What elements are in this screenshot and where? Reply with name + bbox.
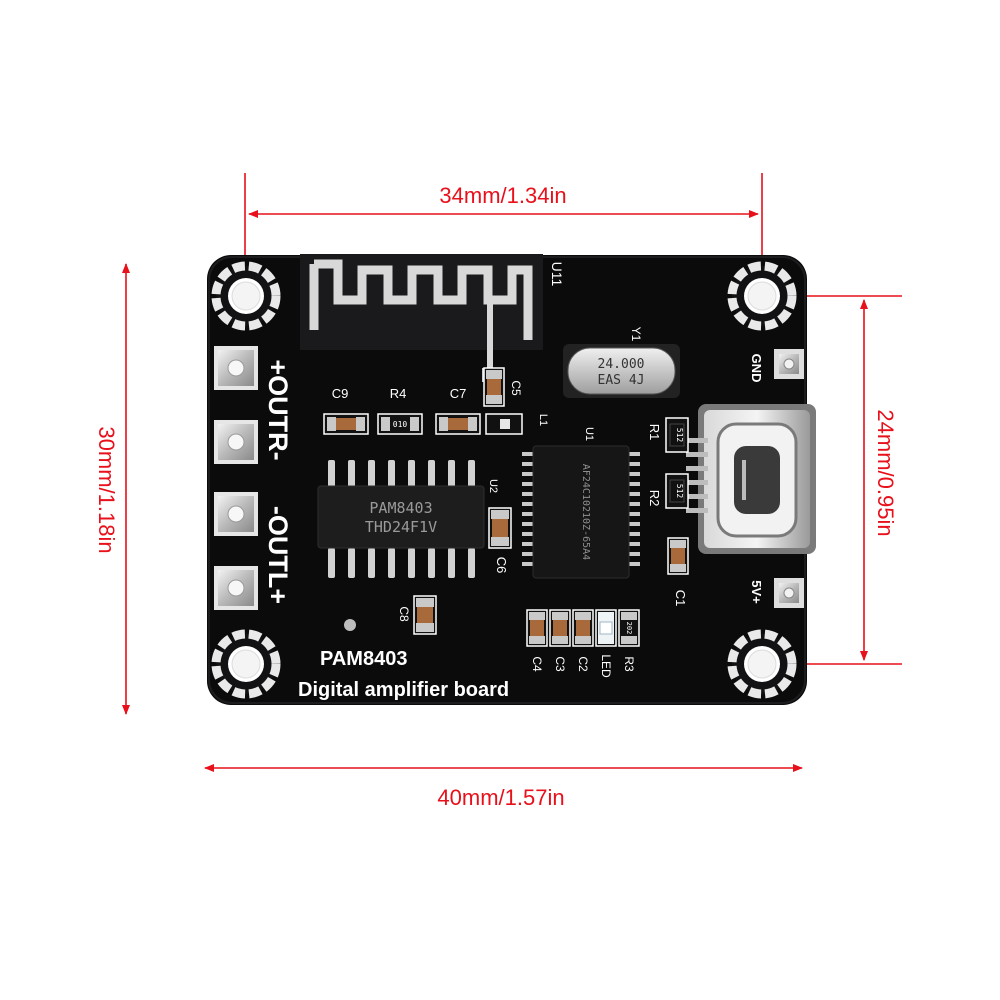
c8-label: C8: [397, 606, 411, 622]
right-dimension-label: 24mm/0.95in: [873, 409, 898, 536]
gnd-label: GND: [749, 354, 764, 383]
top-dimension-label: 34mm/1.34in: [439, 183, 566, 208]
resistor-r4: 010: [377, 413, 423, 435]
mounting-hole-bottom-right: [727, 629, 797, 699]
capacitor-c9: [323, 413, 369, 435]
crystal-marking-2: EAS 4J: [598, 373, 645, 388]
c4-label: C4: [530, 656, 544, 672]
left-dimension-label: 30mm/1.18in: [94, 426, 119, 553]
output-pad-1: [214, 346, 258, 390]
vin-label: 5V+: [749, 580, 764, 604]
bluetooth-chip-u1: AF24C10210Z-65A4: [522, 445, 640, 579]
antenna-ref-label: U11: [549, 262, 565, 287]
c5-label: C5: [509, 380, 523, 396]
crystal-marking-1: 24.000: [598, 357, 645, 372]
resistor-r2: 512: [665, 473, 689, 509]
mounting-hole-bottom-left: [211, 629, 281, 699]
resistor-r3: 202: [618, 609, 640, 647]
capacitor-c2: [572, 609, 594, 647]
usb-c-connector: [686, 404, 816, 554]
mounting-hole-top-right: [727, 261, 797, 331]
resistor-r1: 512: [665, 417, 689, 453]
capacitor-c6: [488, 507, 512, 549]
output-label-left-channel: -OUTL+: [263, 506, 293, 604]
u1-label: U1: [583, 427, 595, 441]
l1-label: L1: [537, 414, 549, 426]
capacitor-c1: [667, 537, 689, 575]
led-label: LED: [599, 654, 613, 678]
amplifier-chip-marking-2: THD24F1V: [365, 518, 437, 536]
amplifier-chip-marking-1: PAM8403: [369, 499, 432, 517]
r2-label: R2: [647, 490, 662, 507]
c9-label: C9: [332, 386, 349, 401]
output-pad-3: [214, 492, 258, 536]
bottom-dimension-label: 40mm/1.57in: [437, 785, 564, 810]
r4-label: R4: [390, 386, 407, 401]
gnd-pad: [774, 349, 804, 379]
capacitor-c3: [549, 609, 571, 647]
board-subtitle: Digital amplifier board: [298, 679, 509, 701]
capacitor-c7: [435, 413, 481, 435]
u2-label: U2: [487, 479, 499, 493]
c3-label: C3: [553, 656, 567, 672]
output-pad-2: [214, 420, 258, 464]
pcb-board: +OUTR- -OUTL+ U11 24.000 EAS 4J Y1 GND 5…: [207, 254, 816, 705]
mounting-hole-top-left: [211, 261, 281, 331]
c7-label: C7: [450, 386, 467, 401]
capacitor-c8: [413, 595, 437, 635]
vin-pad: [774, 578, 804, 608]
output-pads: [214, 346, 258, 610]
r1-code: 512: [675, 428, 684, 443]
crystal-y1: 24.000 EAS 4J: [563, 344, 680, 398]
c6-label: C6: [494, 557, 509, 574]
amplifier-chip: PAM8403 THD24F1V: [317, 460, 485, 578]
r2-code: 512: [675, 484, 684, 499]
c1-label: C1: [673, 590, 688, 607]
test-point: [344, 619, 356, 631]
c2-label: C2: [576, 656, 590, 672]
bluetooth-chip-marking: AF24C10210Z-65A4: [580, 464, 591, 560]
r3-label: R3: [622, 656, 636, 672]
capacitor-c4: [526, 609, 548, 647]
r4-code: 010: [393, 420, 408, 429]
capacitor-c5: [483, 367, 505, 407]
pcb-antenna: [300, 254, 543, 382]
r1-label: R1: [647, 424, 662, 441]
y1-label: Y1: [629, 327, 643, 342]
led-indicator: [595, 609, 617, 647]
board-title: PAM8403: [320, 648, 407, 670]
output-pad-4: [214, 566, 258, 610]
r3-code: 202: [625, 622, 633, 635]
output-label-right-channel: +OUTR-: [263, 359, 293, 460]
